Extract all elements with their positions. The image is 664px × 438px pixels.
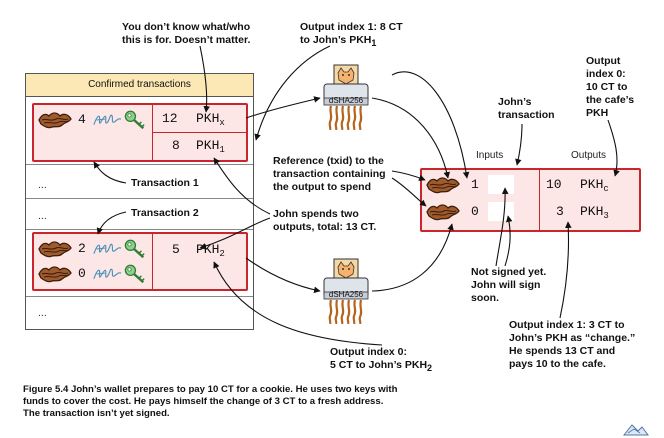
output-amount: 8 (172, 138, 180, 153)
output-amount: 12 (162, 111, 178, 126)
output-pkh: PKH3 (580, 204, 609, 221)
callout-transaction-1: Transaction 1 (131, 177, 199, 189)
publisher-logo-icon (622, 424, 649, 436)
callout-output-index-1-top: Output index 1: 8 CT to John’s PKH1 (300, 21, 403, 48)
figure-caption: Figure 5.4 John’s wallet prepares to pay… (23, 384, 398, 419)
callout-output-index-0-bottom: Output index 0: 5 CT to John’s PKH2 (330, 346, 433, 373)
output-amount: 10 (546, 177, 562, 192)
arrow-reference-2 (391, 177, 427, 207)
arrow-change-output (559, 221, 572, 319)
output-pkh: PKHc (580, 177, 609, 194)
arrow-shredder-to-input-1 (371, 97, 451, 179)
arrow-output-index-0-cafe (607, 119, 620, 177)
row-divider (26, 164, 253, 165)
arrow-dont-know (199, 45, 210, 113)
output-pkh: PKH1 (196, 138, 225, 155)
input-index: 0 (78, 266, 86, 281)
ledger-ellipsis: ... (38, 210, 47, 222)
io-divider (152, 234, 153, 289)
ledger-header: Confirmed transactions (26, 74, 253, 97)
output-amount: 3 (556, 204, 564, 219)
arrow-output-index-0-bottom (213, 261, 383, 346)
inputs-label: Inputs (476, 150, 504, 161)
arrow-transaction-2 (96, 211, 127, 235)
arrow-johns-transaction (515, 123, 523, 166)
arrow-not-signed-2 (504, 215, 513, 267)
transaction-bottom: 2 0 5 PKH2 (32, 232, 248, 291)
input-index: 2 (78, 241, 86, 256)
arrow-long-to-top-output (391, 71, 470, 179)
arrow-not-signed-1 (495, 187, 509, 267)
arrow-bottom-tx-to-shredder (245, 257, 321, 294)
callout-transaction-2: Transaction 2 (131, 207, 199, 219)
output-pkh: PKHx (196, 111, 225, 128)
input-index: 4 (78, 112, 86, 127)
output-divider (152, 132, 246, 133)
row-divider (26, 296, 253, 297)
hash-label: dSHA256 (328, 96, 364, 105)
ledger-ellipsis: ... (38, 307, 47, 319)
arrow-output-index-1-top (254, 45, 331, 141)
arrow-top-tx-to-shredder (245, 96, 321, 119)
input-index: 1 (471, 177, 479, 192)
input-index: 0 (471, 204, 479, 219)
arrow-reference-1 (391, 170, 426, 181)
hash-label: dSHA256 (328, 290, 364, 299)
ledger-ellipsis: ... (38, 179, 47, 191)
outputs-label: Outputs (571, 150, 607, 161)
transaction-top: 4 12 PKHx 8 PKH1 (32, 103, 248, 162)
arrow-john-spends-top (213, 157, 271, 215)
arrow-shredder-bottom-to-input-0 (371, 223, 454, 292)
arrow-transaction-1 (93, 161, 127, 184)
row-divider (26, 198, 253, 199)
output-amount: 5 (172, 242, 180, 257)
row-divider (26, 229, 253, 230)
arrow-john-spends-bottom (199, 217, 271, 250)
io-divider (539, 170, 540, 230)
